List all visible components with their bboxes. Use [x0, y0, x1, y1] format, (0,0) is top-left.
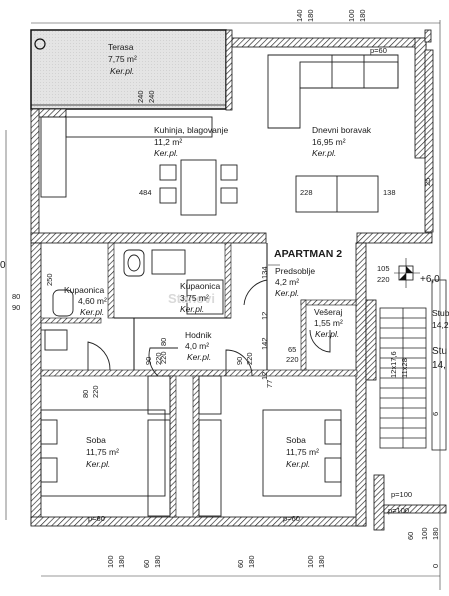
- dim-142: 142: [260, 337, 269, 350]
- dim-240b: 240: [147, 90, 156, 103]
- room-area-hodnik: 4,0 m²: [185, 341, 209, 351]
- room-floor-veseraj: Ker.pl.: [315, 329, 339, 339]
- dim-h1-90: 90: [144, 357, 153, 365]
- room-area-soba-2: 11,75 m²: [286, 447, 319, 457]
- dim-right-6: 6: [431, 412, 440, 416]
- dim-bottom-100b: 100: [306, 555, 315, 568]
- room-floor-kuhinja: Ker.pl.: [154, 148, 178, 158]
- room-name-kupaonica-2: Kupaonica: [180, 281, 220, 291]
- dim-left-edge: 0: [0, 260, 6, 271]
- dim-134: 134: [260, 266, 269, 279]
- dim-12-1: 12: [260, 312, 269, 320]
- dim-228: 228: [300, 188, 313, 197]
- dim-h1-220: 220: [154, 352, 163, 365]
- dim-105: 105: [377, 264, 390, 273]
- room-floor-terasa: Ker.pl.: [110, 66, 134, 76]
- dim-left-80: 80: [12, 292, 20, 301]
- room-floor-hodnik: Ker.pl.: [187, 352, 211, 362]
- dim-77: 77: [265, 380, 274, 388]
- room-floor-kupaonica-2: Ker.pl.: [180, 304, 204, 314]
- apartment-label: APARTMAN 2: [274, 248, 342, 260]
- room-area-predsoblje: 4,2 m²: [275, 277, 299, 287]
- dim-h2-220: 220: [245, 352, 254, 365]
- dim-right-100: 100: [420, 527, 429, 540]
- room-area-stub-2: 14,: [432, 360, 446, 371]
- room-area-veseraj: 1,55 m²: [314, 318, 343, 328]
- room-name-hodnik: Hodnik: [185, 330, 212, 340]
- dim-bottom-180c: 180: [247, 555, 256, 568]
- dim-12-2: 12: [260, 372, 269, 380]
- dim-p60-bottom-1: p=60: [88, 514, 105, 523]
- room-area-terasa: 7,75 m²: [108, 54, 137, 64]
- room-name-boravak: Dnevni boravak: [312, 125, 372, 135]
- dim-bottom-180b: 180: [153, 555, 162, 568]
- dim-bottom-60b: 60: [236, 560, 245, 568]
- dim-top-180a: 180: [306, 9, 315, 22]
- room-floor-predsoblje: Ker.pl.: [275, 288, 299, 298]
- dim-250: 250: [45, 273, 54, 286]
- room-floor-boravak: Ker.pl.: [312, 148, 336, 158]
- watermark: Stanovi: [168, 291, 215, 306]
- room-area-boravak: 16,95 m²: [312, 137, 346, 147]
- dim-p60-bottom-2: p=60: [283, 514, 300, 523]
- room-area-stub-1: 14,2: [432, 320, 449, 330]
- room-name-soba-1: Soba: [86, 435, 106, 445]
- room-floor-soba-2: Ker.pl.: [286, 459, 310, 469]
- dim-top-180b: 180: [358, 9, 367, 22]
- furniture: [40, 54, 399, 517]
- dim-left-90: 90: [12, 303, 20, 312]
- dim-bottom-60a: 60: [142, 560, 151, 568]
- terrace-area: [30, 29, 227, 110]
- dim-65: 65: [288, 345, 296, 354]
- dim-p100-a: p=100: [391, 490, 412, 499]
- dim-k2-220: 220: [159, 351, 168, 364]
- level-mark: +6,0: [394, 258, 440, 288]
- dim-105-220: 220: [377, 275, 390, 284]
- dim-bottom-180a: 180: [117, 555, 126, 568]
- room-name-stub-1: Stub: [432, 308, 449, 318]
- room-floor-soba-1: Ker.pl.: [86, 459, 110, 469]
- room-floor-kupaonica-1: Ker.pl.: [80, 307, 104, 317]
- dim-top-100: 100: [347, 9, 356, 22]
- dim-138: 138: [383, 188, 396, 197]
- level-mark-label: +6,0: [420, 274, 440, 285]
- dim-right-0: 0: [431, 564, 440, 568]
- room-name-kuhinja: Kuhinja, blagovanje: [154, 125, 228, 135]
- room-name-terasa: Terasa: [108, 42, 134, 52]
- dim-s-220: 220: [91, 385, 100, 398]
- room-name-soba-2: Soba: [286, 435, 306, 445]
- room-name-stub-2: Stu: [432, 346, 447, 357]
- dim-p100-b: p=100: [388, 506, 409, 515]
- dim-240a: 240: [136, 90, 145, 103]
- dim-s-80: 80: [81, 390, 90, 398]
- dim-p60-top: p=60: [370, 46, 387, 55]
- dim-k2-80: 80: [159, 338, 168, 346]
- dim-12x17-6: 12x17,6: [389, 351, 398, 378]
- room-area-soba-1: 11,75 m²: [86, 447, 119, 457]
- dim-65-220: 220: [286, 355, 299, 364]
- walls: [30, 29, 447, 531]
- room-labels: Terasa 7,75 m² Ker.pl. Kuhinja, blagovan…: [64, 42, 449, 469]
- dim-h2-90: 90: [235, 357, 244, 365]
- dim-25: 25: [423, 178, 432, 186]
- dimension-lines: [5, 20, 441, 590]
- dim-11x28: 11x28: [400, 358, 409, 378]
- room-name-kupaonica-1: Kupaonica: [64, 285, 104, 295]
- room-name-predsoblje: Predsoblje: [275, 266, 315, 276]
- dim-bottom-180d: 180: [317, 555, 326, 568]
- dim-right-60: 60: [406, 532, 415, 540]
- staircase: [379, 279, 447, 451]
- dim-bottom-100a: 100: [106, 555, 115, 568]
- dim-484: 484: [139, 188, 152, 197]
- dim-top-140: 140: [295, 9, 304, 22]
- room-area-kuhinja: 11,2 m²: [154, 137, 182, 147]
- dimension-labels: 140 180 100 180 p=60 240 240 484 228 138…: [0, 9, 440, 568]
- dim-right-180: 180: [431, 527, 440, 540]
- room-area-kupaonica-2: 3,75 m²: [180, 293, 209, 303]
- room-name-veseraj: Vešeraj: [314, 307, 342, 317]
- room-area-kupaonica-1: 4,60 m²: [78, 296, 107, 306]
